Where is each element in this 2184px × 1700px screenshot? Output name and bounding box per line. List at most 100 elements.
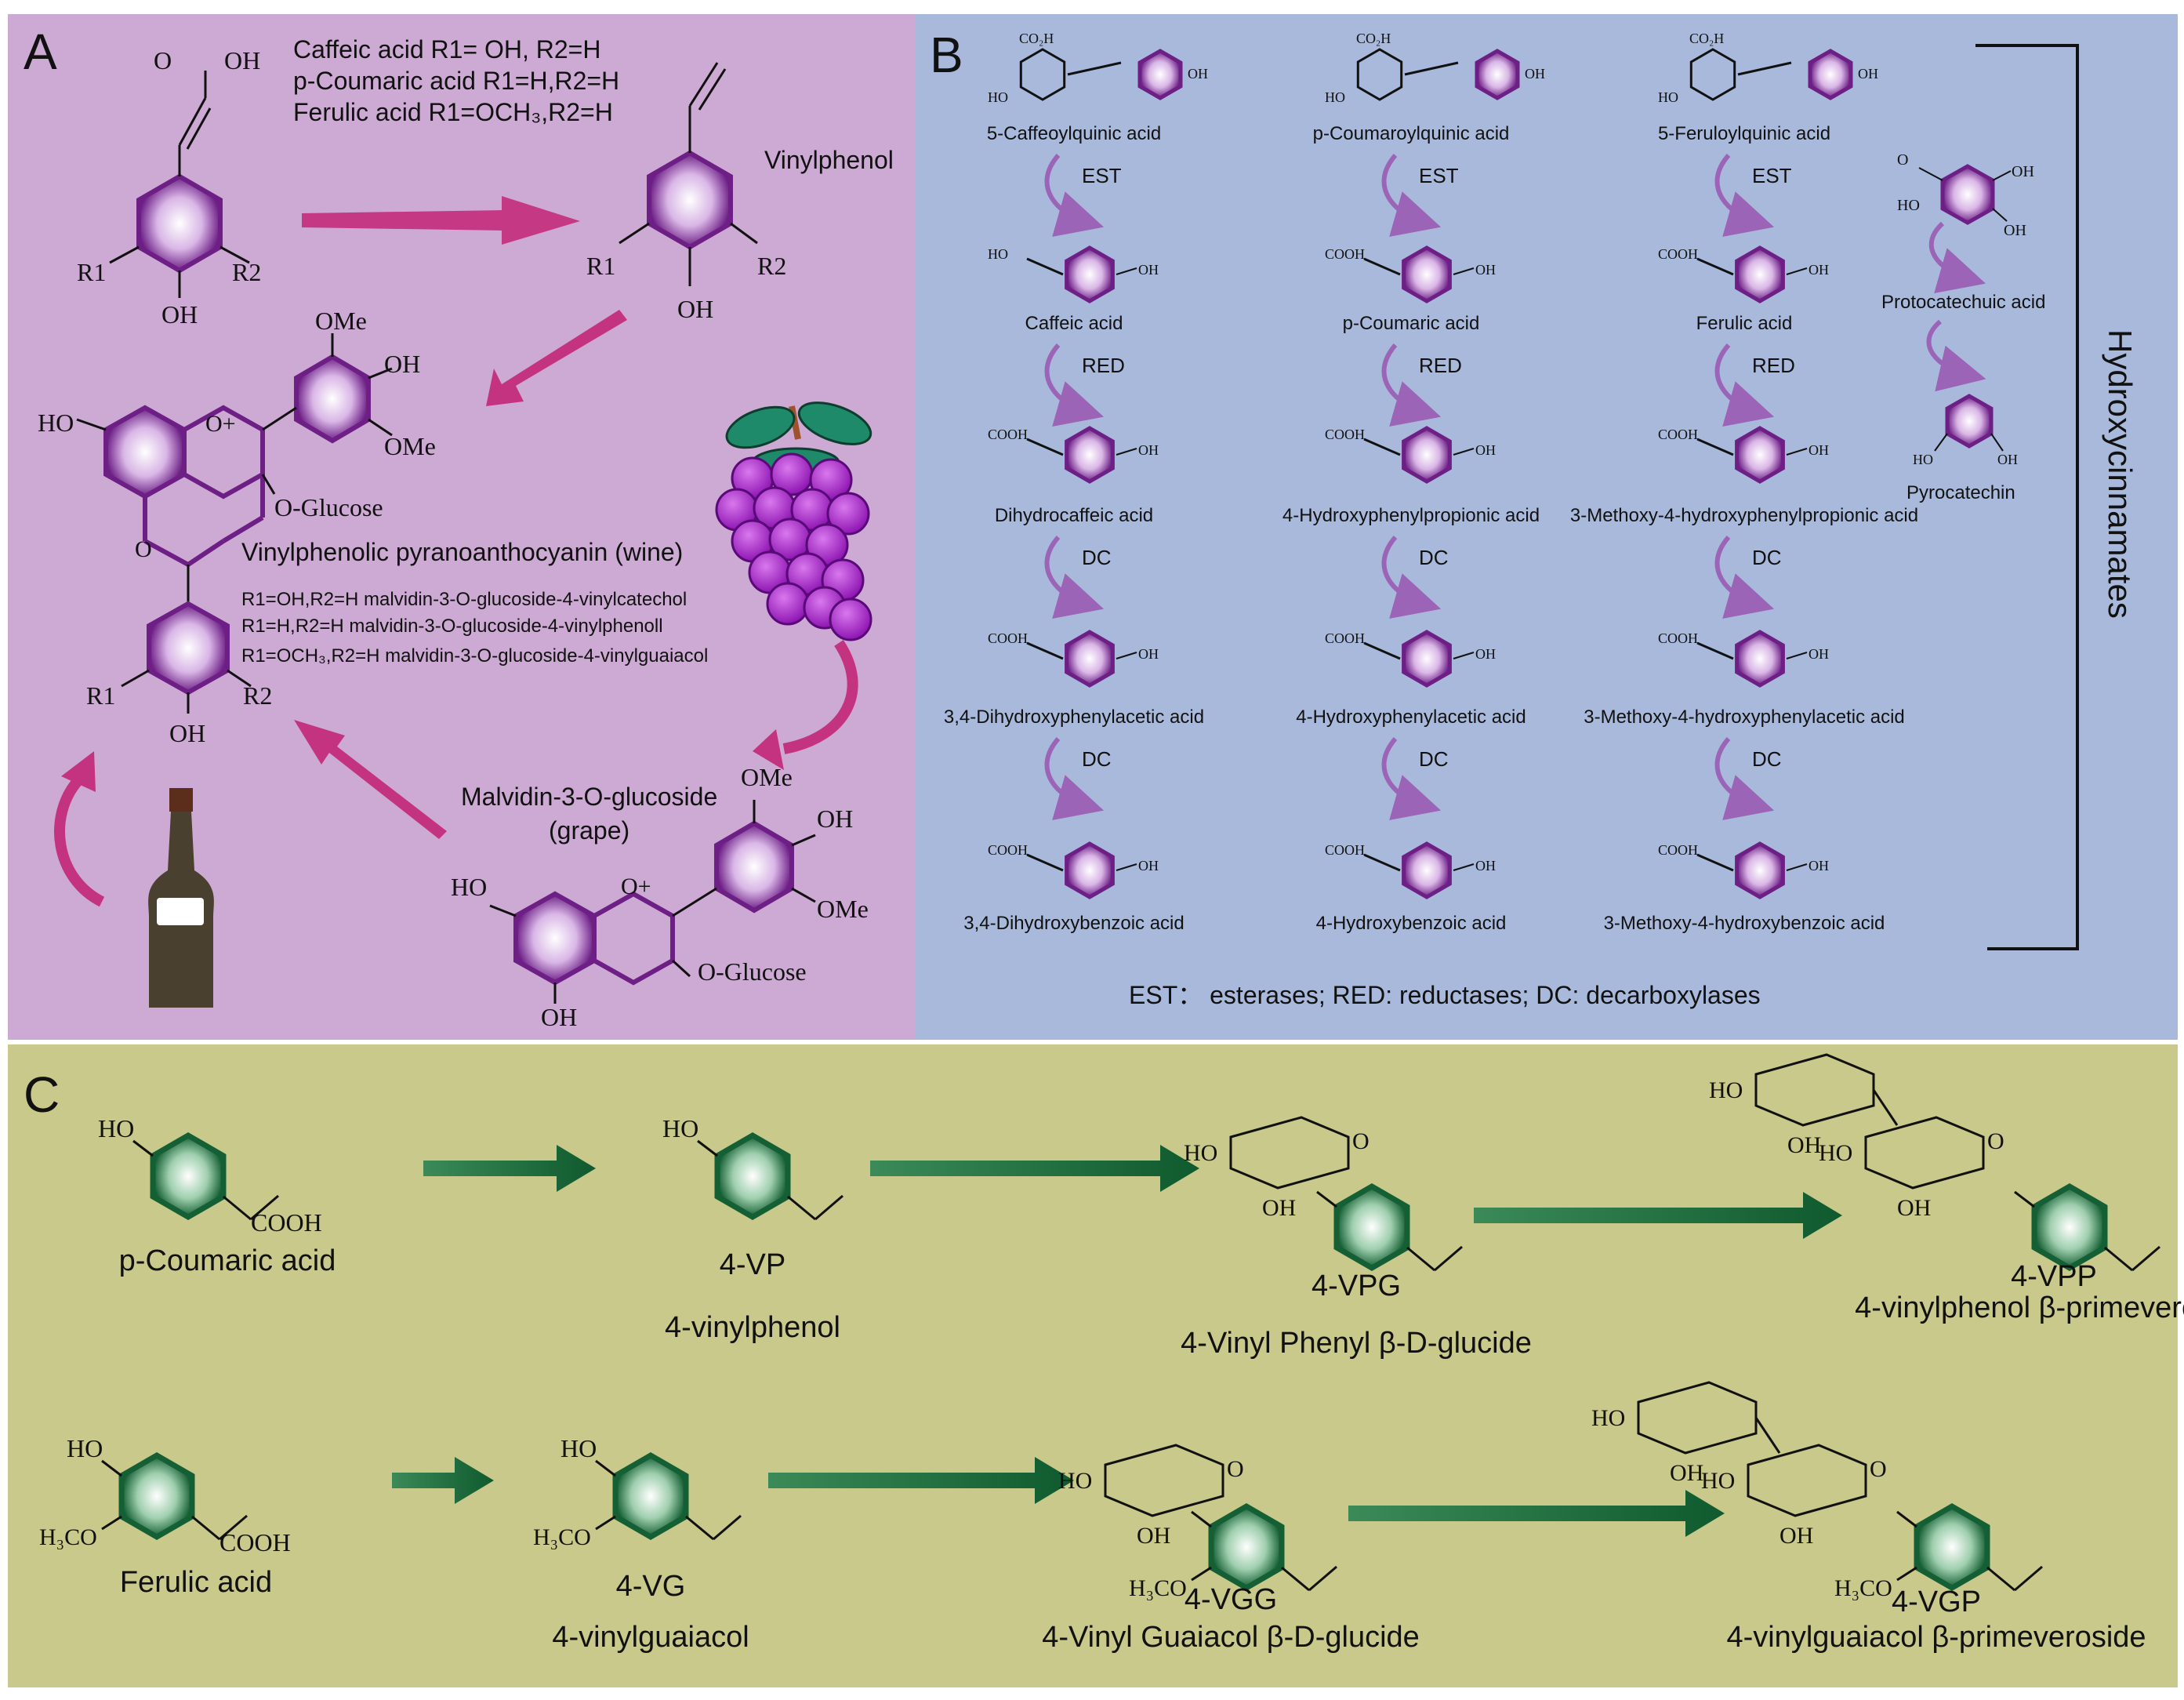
- compound-name: p-Coumaric acid: [119, 1244, 336, 1277]
- svg-text:HO: HO: [1184, 1140, 1217, 1166]
- svg-text:OH: OH: [1997, 452, 2018, 467]
- svg-text:HO: HO: [662, 1114, 698, 1142]
- pyrano-row-3: R1=OCH₃,R2=H malvidin-3-O-glucoside-4-vi…: [241, 645, 708, 667]
- start-compound-label: p-Coumaroylquinic acid: [1313, 123, 1510, 144]
- vinylphenol-structure: OH R1 R2: [586, 62, 786, 323]
- arrow-bottle-to-pyrano: [54, 776, 105, 907]
- svg-text:OH: OH: [1809, 858, 1829, 874]
- compound-name: 4-Vinyl Phenyl β-D-glucide: [1181, 1327, 1532, 1360]
- conversion-arrow: [1714, 536, 1775, 619]
- svg-text:OH: OH: [1809, 262, 1829, 278]
- arrow-grape-to-malvidin: [782, 640, 858, 754]
- enzyme-label: DC: [1752, 546, 1782, 569]
- svg-text:OH: OH: [1262, 1195, 1296, 1221]
- product-label: 3-Methoxy-4-hydroxyphenylacetic acid: [1584, 707, 1905, 728]
- svg-text:HO: HO: [451, 873, 487, 901]
- svg-text:COOH: COOH: [1325, 630, 1365, 646]
- svg-text:OH: OH: [1809, 646, 1829, 662]
- pyrocatechin-label: Pyrocatechin: [1906, 482, 2015, 503]
- panel-c-compound: HO: [662, 1114, 843, 1221]
- enzyme-label: RED: [1419, 354, 1462, 377]
- hydroxycinnamic-acid-structure: O OH OH R1 R2: [77, 46, 261, 329]
- product-label: 3,4-Dihydroxybenzoic acid: [963, 913, 1184, 934]
- svg-text:HO: HO: [98, 1114, 134, 1142]
- svg-text:OH: OH: [1858, 66, 1878, 82]
- start-compound-label: 5-Feruloylquinic acid: [1658, 123, 1830, 144]
- product-label: Caffeic acid: [1025, 313, 1123, 334]
- arrow-to-pyranoanthocyanin: [486, 310, 627, 406]
- enzyme-label: DC: [1082, 546, 1112, 569]
- svg-text:OH: OH: [169, 719, 205, 747]
- compound-name: 4-Vinyl Guaiacol β-D-glucide: [1042, 1621, 1420, 1654]
- compound-name: 4-vinylphenol: [665, 1311, 840, 1344]
- svg-text:O+: O+: [621, 874, 651, 899]
- panel-c-compound: COOH HO: [98, 1114, 322, 1237]
- conversion-arrow: [1381, 154, 1442, 237]
- svg-text:R1: R1: [86, 681, 115, 710]
- svg-text:OH: OH: [1475, 646, 1496, 662]
- compound-name: 4-vinylguaiacol β-primeveroside: [1726, 1621, 2146, 1654]
- panel-a-letter: A: [24, 24, 57, 80]
- substituent-caffeic: Caffeic acid R1= OH, R2=H: [293, 35, 600, 64]
- conversion-arrow: [1044, 343, 1105, 427]
- start-compound-label: 5-Caffeoylquinic acid: [987, 123, 1161, 144]
- svg-text:OH: OH: [1137, 1523, 1170, 1549]
- svg-text:OH: OH: [817, 805, 853, 833]
- arrow-to-vinylphenol: [302, 196, 580, 245]
- svg-text:O: O: [135, 536, 152, 562]
- substituent-ferulic: Ferulic acid R1=OCH₃,R2=H: [293, 98, 613, 126]
- svg-text:HO: HO: [561, 1434, 597, 1462]
- svg-text:COOH: COOH: [988, 630, 1028, 646]
- svg-text:COOH: COOH: [219, 1528, 291, 1557]
- pyranoanthocyanin-title: Vinylphenolic pyranoanthocyanin (wine): [241, 538, 683, 566]
- svg-text:HO: HO: [1325, 89, 1345, 105]
- enzyme-label: DC: [1419, 747, 1449, 771]
- conversion-arrow: [1044, 154, 1105, 237]
- svg-text:O: O: [1987, 1128, 2004, 1154]
- enzyme-label: RED: [1082, 354, 1125, 377]
- svg-text:COOH: COOH: [1325, 842, 1365, 858]
- svg-text:H₃CO: H₃CO: [533, 1524, 591, 1550]
- compound-code: 4-VP: [720, 1248, 785, 1281]
- arrow-pyrocatechin-step: [1926, 319, 1986, 392]
- svg-text:OH: OH: [384, 350, 420, 378]
- product-label: 3-Methoxy-4-hydroxybenzoic acid: [1604, 913, 1885, 934]
- svg-text:OH: OH: [677, 295, 713, 323]
- svg-text:CO₂H: CO₂H: [1689, 31, 1724, 46]
- vinylphenol-label: Vinylphenol: [764, 146, 894, 174]
- svg-text:COOH: COOH: [1325, 427, 1365, 442]
- svg-text:COOH: COOH: [1658, 427, 1698, 442]
- svg-text:OH: OH: [1779, 1523, 1813, 1549]
- enzyme-label: EST: [1082, 164, 1122, 187]
- protocatechuic-structure: OH OH O HO: [1897, 151, 2034, 239]
- svg-text:CO₂H: CO₂H: [1019, 31, 1054, 46]
- panel-a: A Caffeic acid R1= OH, R2=H p-Coumaric a…: [24, 24, 894, 1031]
- svg-text:COOH: COOH: [251, 1208, 322, 1237]
- svg-text:OH: OH: [1138, 442, 1159, 458]
- svg-text:R2: R2: [757, 252, 786, 280]
- malvidin-source: (grape): [549, 816, 629, 845]
- arrowhead-bottle: [61, 751, 96, 792]
- green-arrow: [423, 1145, 596, 1192]
- svg-text:HO: HO: [1658, 89, 1678, 105]
- svg-text:HO: HO: [1913, 452, 1933, 467]
- compound-code: 4-VPG: [1311, 1270, 1401, 1302]
- enzyme-label: EST: [1752, 164, 1792, 187]
- phenolic-acid-structure: OH COOH: [1325, 630, 1496, 688]
- svg-text:O+: O+: [205, 411, 236, 437]
- compound-code: 4-VG: [616, 1570, 686, 1603]
- arrow-malvidin-to-pyrano: [294, 720, 447, 839]
- svg-text:HO: HO: [1058, 1468, 1092, 1494]
- svg-text:CO₂H: CO₂H: [1356, 31, 1391, 46]
